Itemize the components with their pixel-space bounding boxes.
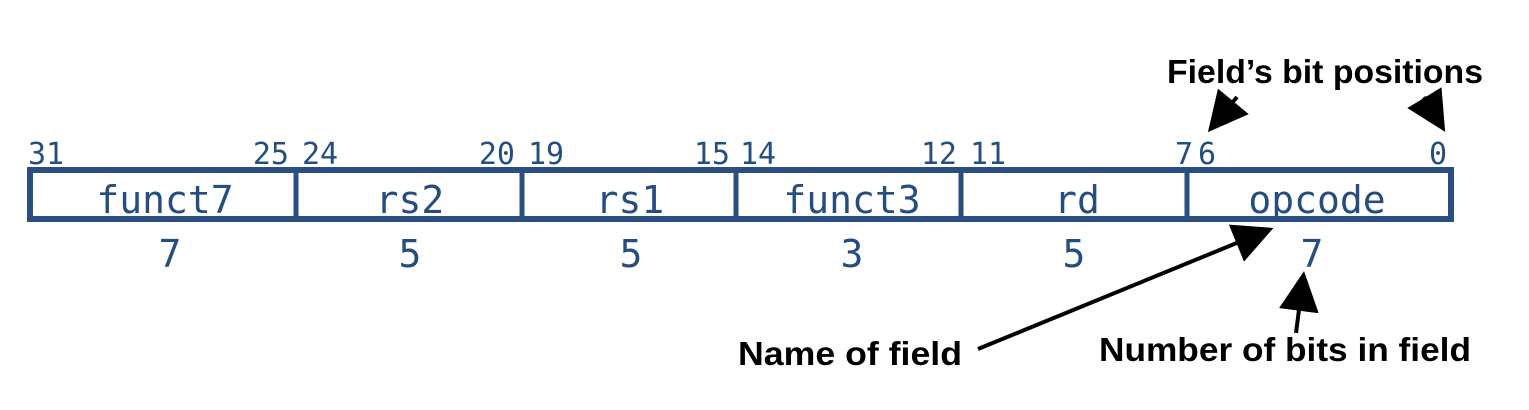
bit-width-funct3: 3 xyxy=(841,232,864,276)
arrow-to-bit-count xyxy=(1279,271,1319,334)
bit-width-opcode: 7 xyxy=(1301,232,1324,276)
bit-low-rd: 7 xyxy=(1175,137,1193,172)
bit-low-opcode: 0 xyxy=(1429,137,1447,172)
field-name-funct7: funct7 xyxy=(96,178,233,222)
arrow-to-bit-0 xyxy=(1407,87,1446,132)
bit-width-rs1: 5 xyxy=(620,232,643,276)
field-name-funct3: funct3 xyxy=(783,178,920,222)
bit-high-rd: 11 xyxy=(970,137,1006,172)
bit-low-funct7: 25 xyxy=(253,137,289,172)
field-name-rs1: rs1 xyxy=(596,178,665,222)
bit-width-funct7: 7 xyxy=(159,232,182,276)
field-name-opcode: opcode xyxy=(1248,178,1385,222)
bit-low-funct3: 12 xyxy=(921,137,957,172)
bit-high-rs1: 19 xyxy=(528,137,564,172)
bit-low-rs2: 20 xyxy=(479,137,515,172)
bit-low-rs1: 15 xyxy=(694,137,730,172)
bit-width-rd: 5 xyxy=(1063,232,1086,276)
bit-width-rs2: 5 xyxy=(399,232,422,276)
annotation-number-of-bits: Number of bits in field xyxy=(1099,331,1471,368)
bit-high-rs2: 24 xyxy=(302,137,338,172)
bit-high-funct7: 31 xyxy=(28,137,64,172)
field-name-rd: rd xyxy=(1054,178,1100,222)
bit-high-funct3: 14 xyxy=(740,137,776,172)
annotation-name-of-field: Name of field xyxy=(738,335,962,372)
bit-high-opcode: 6 xyxy=(1198,137,1216,172)
arrow-to-field-name xyxy=(977,224,1274,351)
annotation-bit-positions: Field’s bit positions xyxy=(1167,53,1483,90)
register-box xyxy=(27,167,1454,222)
field-name-rs2: rs2 xyxy=(376,178,445,222)
arrow-to-bit-6 xyxy=(1207,88,1249,133)
